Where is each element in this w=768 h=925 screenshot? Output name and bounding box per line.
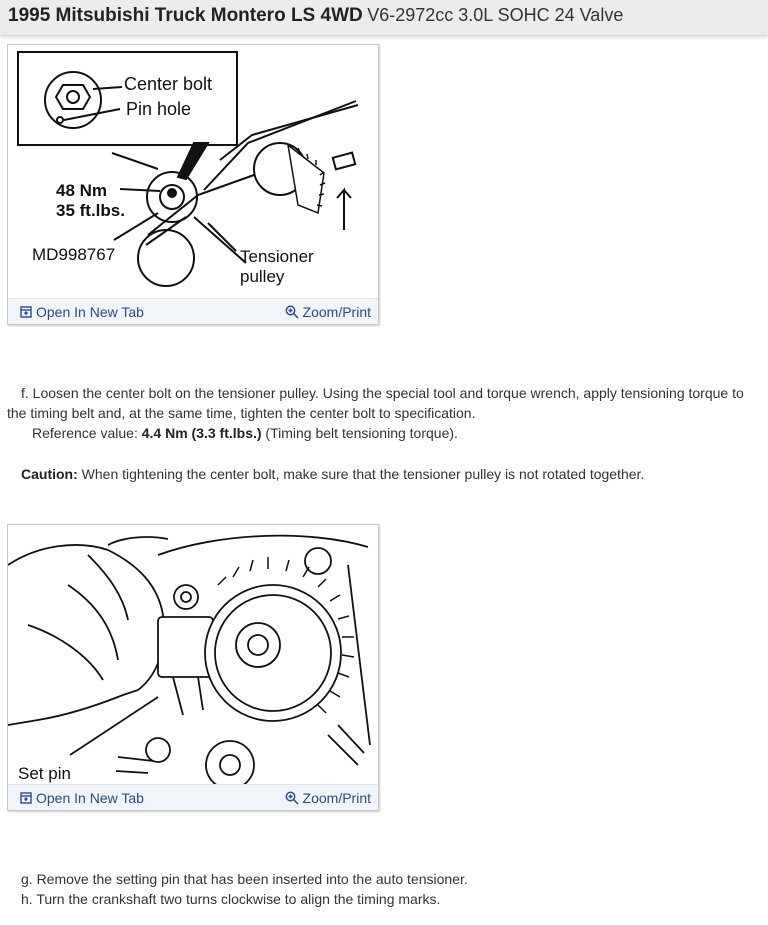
label-set-pin: Set pin [18, 764, 71, 783]
zoom-icon [285, 305, 299, 319]
zoom-print-link[interactable]: Zoom/Print [285, 304, 371, 320]
figure-tensioner-torque: Center bolt Pin hole 48 Nm 35 ft.lbs. MD… [7, 44, 379, 325]
open-in-new-tab-label: Open In New Tab [36, 303, 144, 320]
set-pin-diagram: Set pin [8, 534, 371, 784]
vehicle-title: 1995 Mitsubishi Truck Montero LS 4WD [8, 5, 363, 26]
open-in-new-tab-link[interactable]: Open In New Tab [20, 790, 144, 806]
inset-box [17, 51, 238, 146]
engine-spec: V6-2972cc 3.0L SOHC 24 Valve [367, 5, 624, 25]
label-center-bolt: Center bolt [124, 74, 212, 94]
new-tab-icon [20, 305, 32, 318]
reference-torque: 4.4 Nm (3.3 ft.lbs.) [141, 425, 262, 441]
figure-set-pin: Set pin Open In New Tab Zoom/Print [7, 524, 379, 811]
step-h: h. Turn the crankshaft two turns clockwi… [21, 891, 441, 907]
reference-suffix: (Timing belt tensioning torque). [261, 425, 458, 441]
open-in-new-tab-link[interactable]: Open In New Tab [20, 304, 144, 320]
zoom-print-label: Zoom/Print [302, 303, 371, 320]
caution-text: When tightening the center bolt, make su… [77, 466, 645, 482]
zoom-print-link[interactable]: Zoom/Print [285, 790, 371, 806]
step-f-line1: f. Loosen the center bolt on the tension… [21, 385, 744, 401]
caution-note: Caution: When tightening the center bolt… [21, 464, 644, 484]
page-header: 1995 Mitsubishi Truck Montero LS 4WD V6-… [0, 0, 768, 36]
zoom-print-label: Zoom/Print [302, 789, 371, 806]
reference-value: Reference value: 4.4 Nm (3.3 ft.lbs.) (T… [32, 423, 458, 443]
label-pin-hole: Pin hole [126, 99, 191, 119]
figure1-toolbar: Open In New Tab Zoom/Print [8, 298, 378, 324]
caution-label: Caution: [21, 466, 78, 482]
new-tab-icon [20, 791, 32, 804]
label-torque-nm: 48 Nm [56, 181, 107, 200]
label-tool-number: MD998767 [32, 245, 115, 264]
open-in-new-tab-label: Open In New Tab [36, 789, 144, 806]
label-torque-ftlbs: 35 ft.lbs. [56, 201, 125, 220]
label-pulley: pulley [240, 267, 285, 286]
label-tensioner: Tensioner [240, 247, 314, 266]
step-g: g. Remove the setting pin that has been … [21, 871, 468, 887]
step-f-line2: the timing belt and, at the same time, t… [7, 405, 476, 421]
reference-prefix: Reference value: [32, 425, 142, 441]
zoom-icon [285, 791, 299, 805]
figure2-toolbar: Open In New Tab Zoom/Print [8, 784, 378, 810]
tensioner-diagram: Center bolt Pin hole 48 Nm 35 ft.lbs. MD… [17, 51, 359, 287]
